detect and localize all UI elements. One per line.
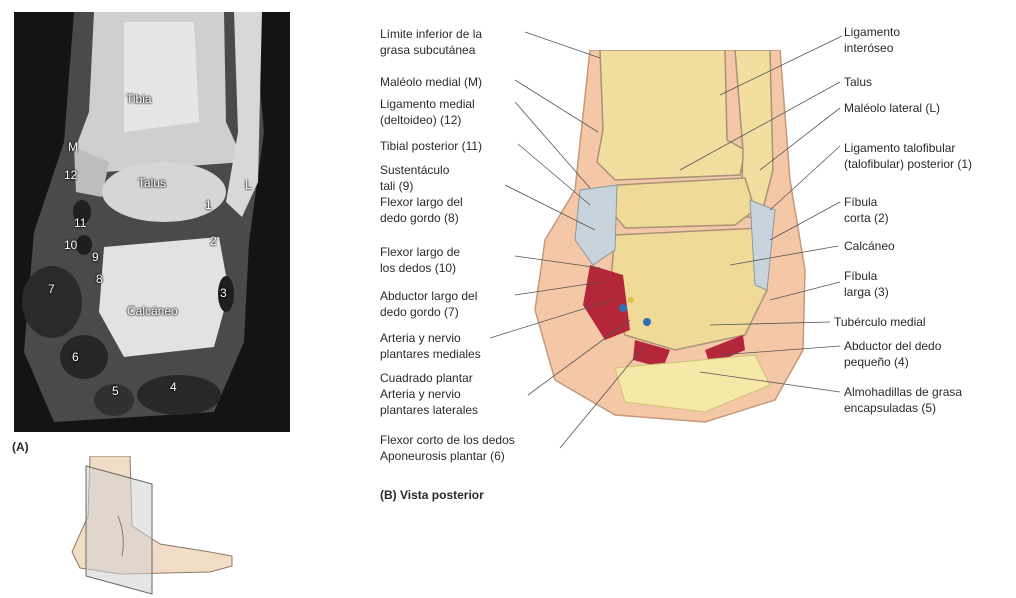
label-ligamento-medial: Ligamento medial(deltoideo) (12)	[380, 96, 475, 128]
label-talus: Talus	[844, 74, 872, 90]
mri-label-tibia: Tibia	[126, 92, 152, 106]
ankle-coronal-illustration	[505, 50, 835, 430]
mri-label-8: 8	[96, 272, 103, 286]
label-tibial-posterior: Tibial posterior (11)	[380, 138, 482, 154]
mri-label-m: M	[68, 140, 78, 154]
mri-label-5: 5	[112, 384, 119, 398]
mri-label-2: 2	[210, 234, 217, 248]
mri-label-talus: Talus	[138, 176, 166, 190]
mri-label-9: 9	[92, 250, 99, 264]
label-maleolo-lateral: Maléolo lateral (L)	[844, 100, 940, 116]
label-maleolo-medial: Maléolo medial (M)	[380, 74, 482, 90]
mri-label-l: L	[245, 178, 252, 192]
label-ligamento-talofibular: Ligamento talofibular(talofibular) poste…	[844, 140, 972, 172]
label-tuberculo-medial: Tubérculo medial	[834, 314, 926, 330]
mri-label-calcaneo: Calcáneo	[127, 304, 178, 318]
mri-label-4: 4	[170, 380, 177, 394]
panel-a-label: (A)	[12, 440, 29, 454]
mri-label-7: 7	[48, 282, 55, 296]
mri-label-6: 6	[72, 350, 79, 364]
mri-label-3: 3	[220, 286, 227, 300]
mri-label-12: 12	[64, 168, 77, 182]
foot-orientation-sketch	[60, 456, 240, 596]
mri-coronal-image	[14, 12, 290, 432]
mri-label-11: 11	[74, 216, 86, 230]
mri-label-1: 1	[205, 198, 212, 212]
label-calcaneo: Calcáneo	[844, 238, 895, 254]
mri-label-10: 10	[64, 238, 77, 252]
panel-b-label: (B) Vista posterior	[380, 488, 484, 502]
